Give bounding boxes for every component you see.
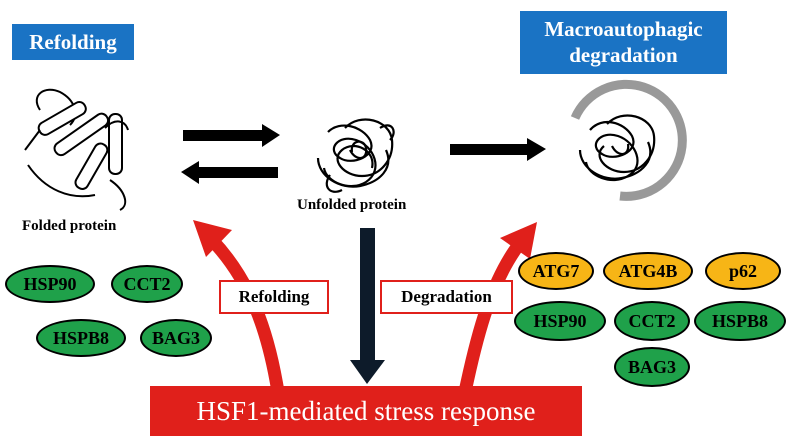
down-arrow-shaft <box>360 228 375 363</box>
folded-protein-icon <box>24 88 129 211</box>
refolding-chaperone-bag3: BAG3 <box>140 319 212 357</box>
degradation-arrow-head <box>527 138 546 161</box>
refolding-chaperone-hspb8: HSPB8 <box>36 319 126 357</box>
refolding-header-text: Refolding <box>29 30 117 54</box>
degradation-box: Degradation <box>380 280 513 314</box>
unfolded-protein-icon <box>316 118 395 193</box>
down-arrow-head <box>350 360 385 384</box>
macroautophagic-header-line1: Macroautophagic <box>544 17 703 41</box>
degradation-arrowhead <box>500 222 537 259</box>
refolding-arrowhead <box>193 220 232 257</box>
degradation-factor-atg4b: ATG4B <box>603 252 693 290</box>
refolding-chaperone-hsp90: HSP90 <box>5 265 95 303</box>
engulfed-protein-icon <box>578 114 656 182</box>
refolding-box: Refolding <box>219 280 329 314</box>
refolding-curved-arrow <box>207 235 285 394</box>
degradation-curved-arrow <box>458 239 526 394</box>
macroautophagic-header: Macroautophagic degradation <box>520 11 727 74</box>
degradation-factor-bag3: BAG3 <box>614 347 690 387</box>
autophagosome-arc <box>570 79 687 201</box>
degradation-box-label: Degradation <box>401 287 492 306</box>
forward-arrow-shaft <box>183 130 265 141</box>
degradation-factor-atg7: ATG7 <box>518 252 594 290</box>
refolding-box-label: Refolding <box>238 287 310 306</box>
hsf1-banner-label: HSF1-mediated stress response <box>196 396 536 426</box>
hsf1-banner: HSF1-mediated stress response <box>150 386 582 436</box>
macroautophagic-header-line2: degradation <box>569 43 678 67</box>
unfolded-protein-caption: Unfolded protein <box>297 197 407 213</box>
degradation-factor-cct2: CCT2 <box>614 301 690 341</box>
degradation-factor-p62: p62 <box>705 252 781 290</box>
degradation-factor-hspb8: HSPB8 <box>694 301 786 341</box>
reverse-arrow-shaft <box>196 167 278 178</box>
degradation-factor-hsp90: HSP90 <box>514 301 606 341</box>
degradation-arrow-shaft <box>450 144 530 155</box>
forward-arrow-head <box>262 124 280 147</box>
folded-protein-caption: Folded protein <box>22 218 117 234</box>
refolding-header: Refolding <box>12 24 134 60</box>
reverse-arrow-head <box>181 161 199 184</box>
refolding-chaperone-cct2: CCT2 <box>111 265 183 303</box>
